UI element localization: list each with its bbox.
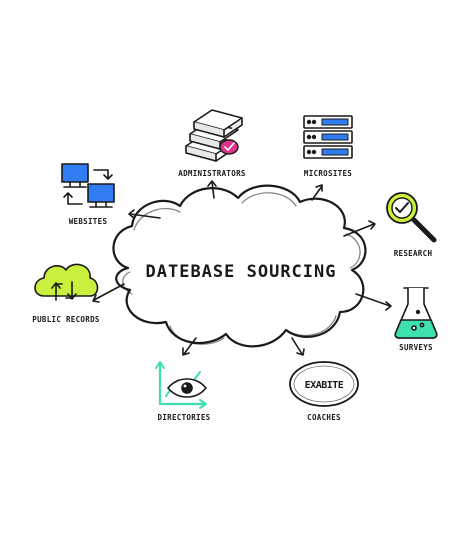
arrow-websites	[128, 209, 161, 219]
arrow-public-records	[92, 283, 125, 303]
connected-computers-icon	[61, 163, 115, 208]
label-websites: WEBSITES	[69, 217, 108, 226]
label-surveys: SURVEYS	[399, 343, 433, 352]
arrow-surveys	[355, 293, 392, 311]
chart-eye-icon	[155, 361, 207, 409]
label-microsites: MICROSITES	[304, 169, 352, 178]
flask-icon	[394, 287, 438, 339]
node-websites: WEBSITES	[61, 163, 115, 226]
stacked-servers-check-icon	[185, 109, 243, 162]
node-surveys: SURVEYS	[394, 287, 438, 352]
node-coaches: EXABITE COACHES	[289, 361, 359, 422]
arrow-administrators	[207, 180, 217, 199]
server-rack-icon	[303, 115, 353, 159]
node-public-records: PUBLIC RECORDS	[32, 263, 100, 324]
label-directories: DIRECTORIES	[158, 413, 211, 422]
connector-arrows	[92, 180, 392, 356]
coaches-badge-text: EXABITE	[305, 380, 344, 391]
label-coaches: COACHES	[307, 413, 341, 422]
arrow-directories	[182, 337, 197, 356]
arrow-coaches	[291, 337, 305, 356]
cloud-sync-icon	[34, 263, 99, 301]
oval-badge-icon: EXABITE	[289, 361, 359, 407]
node-microsites: MICROSITES	[303, 115, 353, 178]
label-public-records: PUBLIC RECORDS	[32, 315, 100, 324]
central-cloud: DATEBASE SOURCING	[112, 184, 367, 348]
label-administrators: ADMINISTRATORS	[178, 169, 246, 178]
label-research: RESEARCH	[394, 249, 433, 258]
magnifier-check-icon	[386, 192, 437, 243]
diagram-title: DATEBASE SOURCING	[146, 262, 337, 282]
node-research: RESEARCH	[386, 192, 437, 258]
arrow-research	[343, 220, 376, 237]
arrow-microsites	[311, 184, 323, 201]
node-administrators: ADMINISTRATORS	[178, 109, 246, 178]
node-directories: DIRECTORIES	[155, 361, 211, 422]
